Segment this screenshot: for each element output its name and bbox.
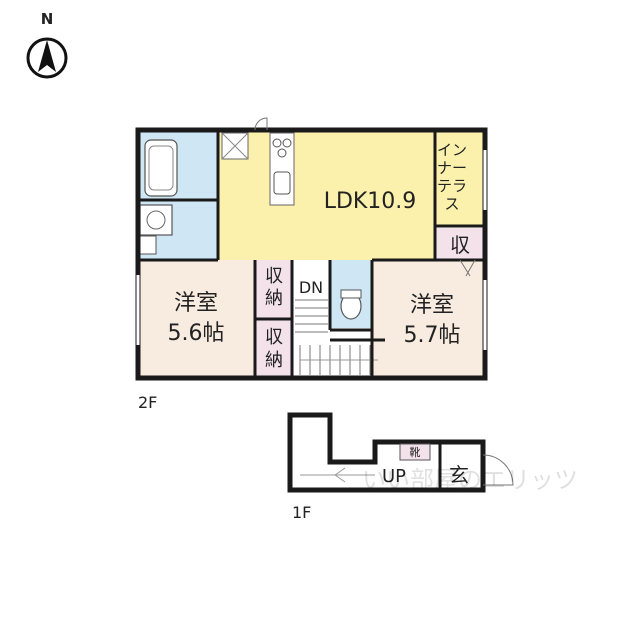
- entrance-label: 玄: [449, 463, 469, 487]
- terrace-label-3: テラ: [437, 177, 467, 195]
- storage-2-label-a: 収: [265, 327, 283, 348]
- storage-1-label-a: 収: [265, 266, 283, 287]
- windows-2f: [136, 150, 487, 350]
- storage-1-label-b: 納: [265, 288, 283, 309]
- closet-door-icon: [459, 259, 476, 277]
- stairs-up-label: UP: [382, 466, 406, 487]
- western-left-name: 洋室: [174, 291, 218, 316]
- stairs-area: [292, 260, 330, 378]
- washing-machine-icon: [139, 204, 173, 236]
- stairs-1f-icon: [300, 467, 375, 483]
- stairs-2f-icon: [295, 299, 378, 375]
- bathtub-icon: [144, 139, 178, 197]
- entrance-door-swing-icon: [482, 454, 514, 486]
- storage-2-label-b: 納: [265, 350, 283, 371]
- terrace-label-1: イン: [437, 141, 467, 159]
- inner-walls-2f: [138, 130, 485, 378]
- sink-icon: [273, 171, 291, 195]
- western-right-name: 洋室: [410, 293, 454, 318]
- western-right-size: 5.7帖: [404, 323, 461, 348]
- watermark: いい部屋のエリッツ: [362, 466, 578, 494]
- terrace-label-4: ス: [444, 195, 459, 213]
- storage-2-area: [255, 319, 292, 378]
- north-label: N: [41, 10, 54, 28]
- shoe-box-label: 靴: [410, 445, 421, 459]
- western-room-left-area: [138, 260, 255, 378]
- closet-top-area: [435, 228, 485, 260]
- ldk-label: LDK10.9: [324, 189, 417, 214]
- floor-1f-plan: [287, 412, 514, 493]
- stairs-down-label: DN: [299, 278, 323, 297]
- door-swing-icon: [254, 117, 268, 131]
- western-room-right-area: [372, 260, 485, 378]
- ldk-area: [218, 130, 435, 260]
- inner-terrace-area: [435, 130, 485, 225]
- western-left-size: 5.6帖: [168, 321, 225, 346]
- storage-1-area: [255, 260, 292, 319]
- terrace-label-2: ナー: [437, 159, 467, 177]
- floor-1f-label: 1F: [292, 503, 311, 522]
- washbasin-icon: [139, 235, 157, 255]
- floor-2f-label: 2F: [138, 393, 157, 412]
- walls-2f: [135, 127, 488, 381]
- shoe-box-area: [399, 443, 431, 461]
- closet-top-label: 収: [450, 233, 470, 257]
- north-compass-icon: [26, 37, 68, 79]
